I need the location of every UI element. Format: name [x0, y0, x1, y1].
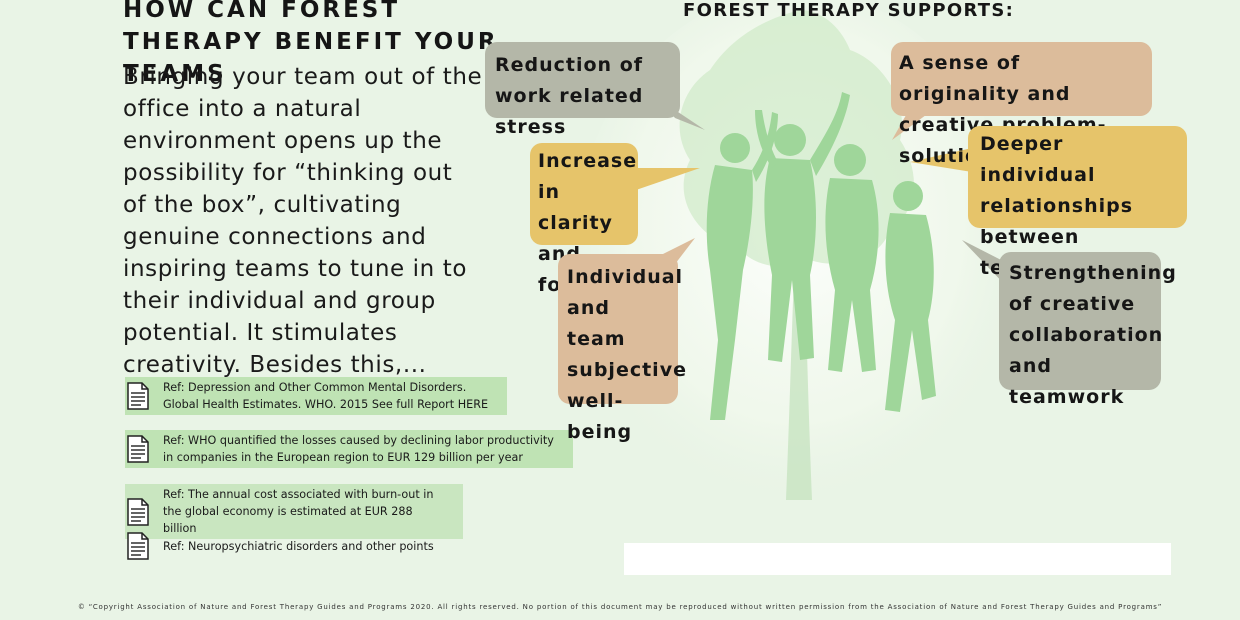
blank-panel	[624, 543, 1171, 575]
reference-text: Ref: WHO quantified the losses caused by…	[125, 430, 573, 468]
supports-title: FOREST THERAPY SUPPORTS:	[683, 0, 1015, 21]
reference-item[interactable]: Ref: The annual cost associated with bur…	[125, 484, 463, 539]
reference-item[interactable]: Ref: WHO quantified the losses caused by…	[125, 430, 573, 468]
bubble-well-being: Individual and team subjective well-bein…	[558, 254, 686, 443]
bubble-originality: A sense of originality and creative prob…	[891, 42, 1152, 167]
document-icon	[127, 532, 149, 560]
main-heading: HOW CAN FOREST THERAPY BENEFIT YOUR TEAM…	[123, 0, 499, 87]
reference-item[interactable]: Ref: Depression and Other Common Mental …	[125, 377, 507, 415]
bubble-relationships: Deeper individual relationships between …	[968, 126, 1187, 279]
document-icon	[127, 497, 149, 526]
reference-item[interactable]: Ref: Neuropsychiatric disorders and othe…	[127, 532, 434, 560]
bubble-collaboration: Strengthening of creative collaboration …	[999, 252, 1176, 408]
document-icon	[127, 435, 149, 463]
bubble-clarity-focus: Increase in clarity and focus	[530, 143, 638, 296]
copyright-notice: © “Copyright Association of Nature and F…	[77, 603, 1163, 611]
reference-text[interactable]: Ref: Neuropsychiatric disorders and othe…	[163, 539, 434, 553]
document-icon	[127, 382, 149, 410]
intro-paragraph: Bringing your team out of the office int…	[123, 64, 483, 378]
reference-text: Ref: The annual cost associated with bur…	[125, 484, 463, 539]
bubble-reduction-stress: Reduction of work related stress	[485, 42, 680, 138]
reference-text[interactable]: Ref: Depression and Other Common Mental …	[125, 377, 507, 415]
